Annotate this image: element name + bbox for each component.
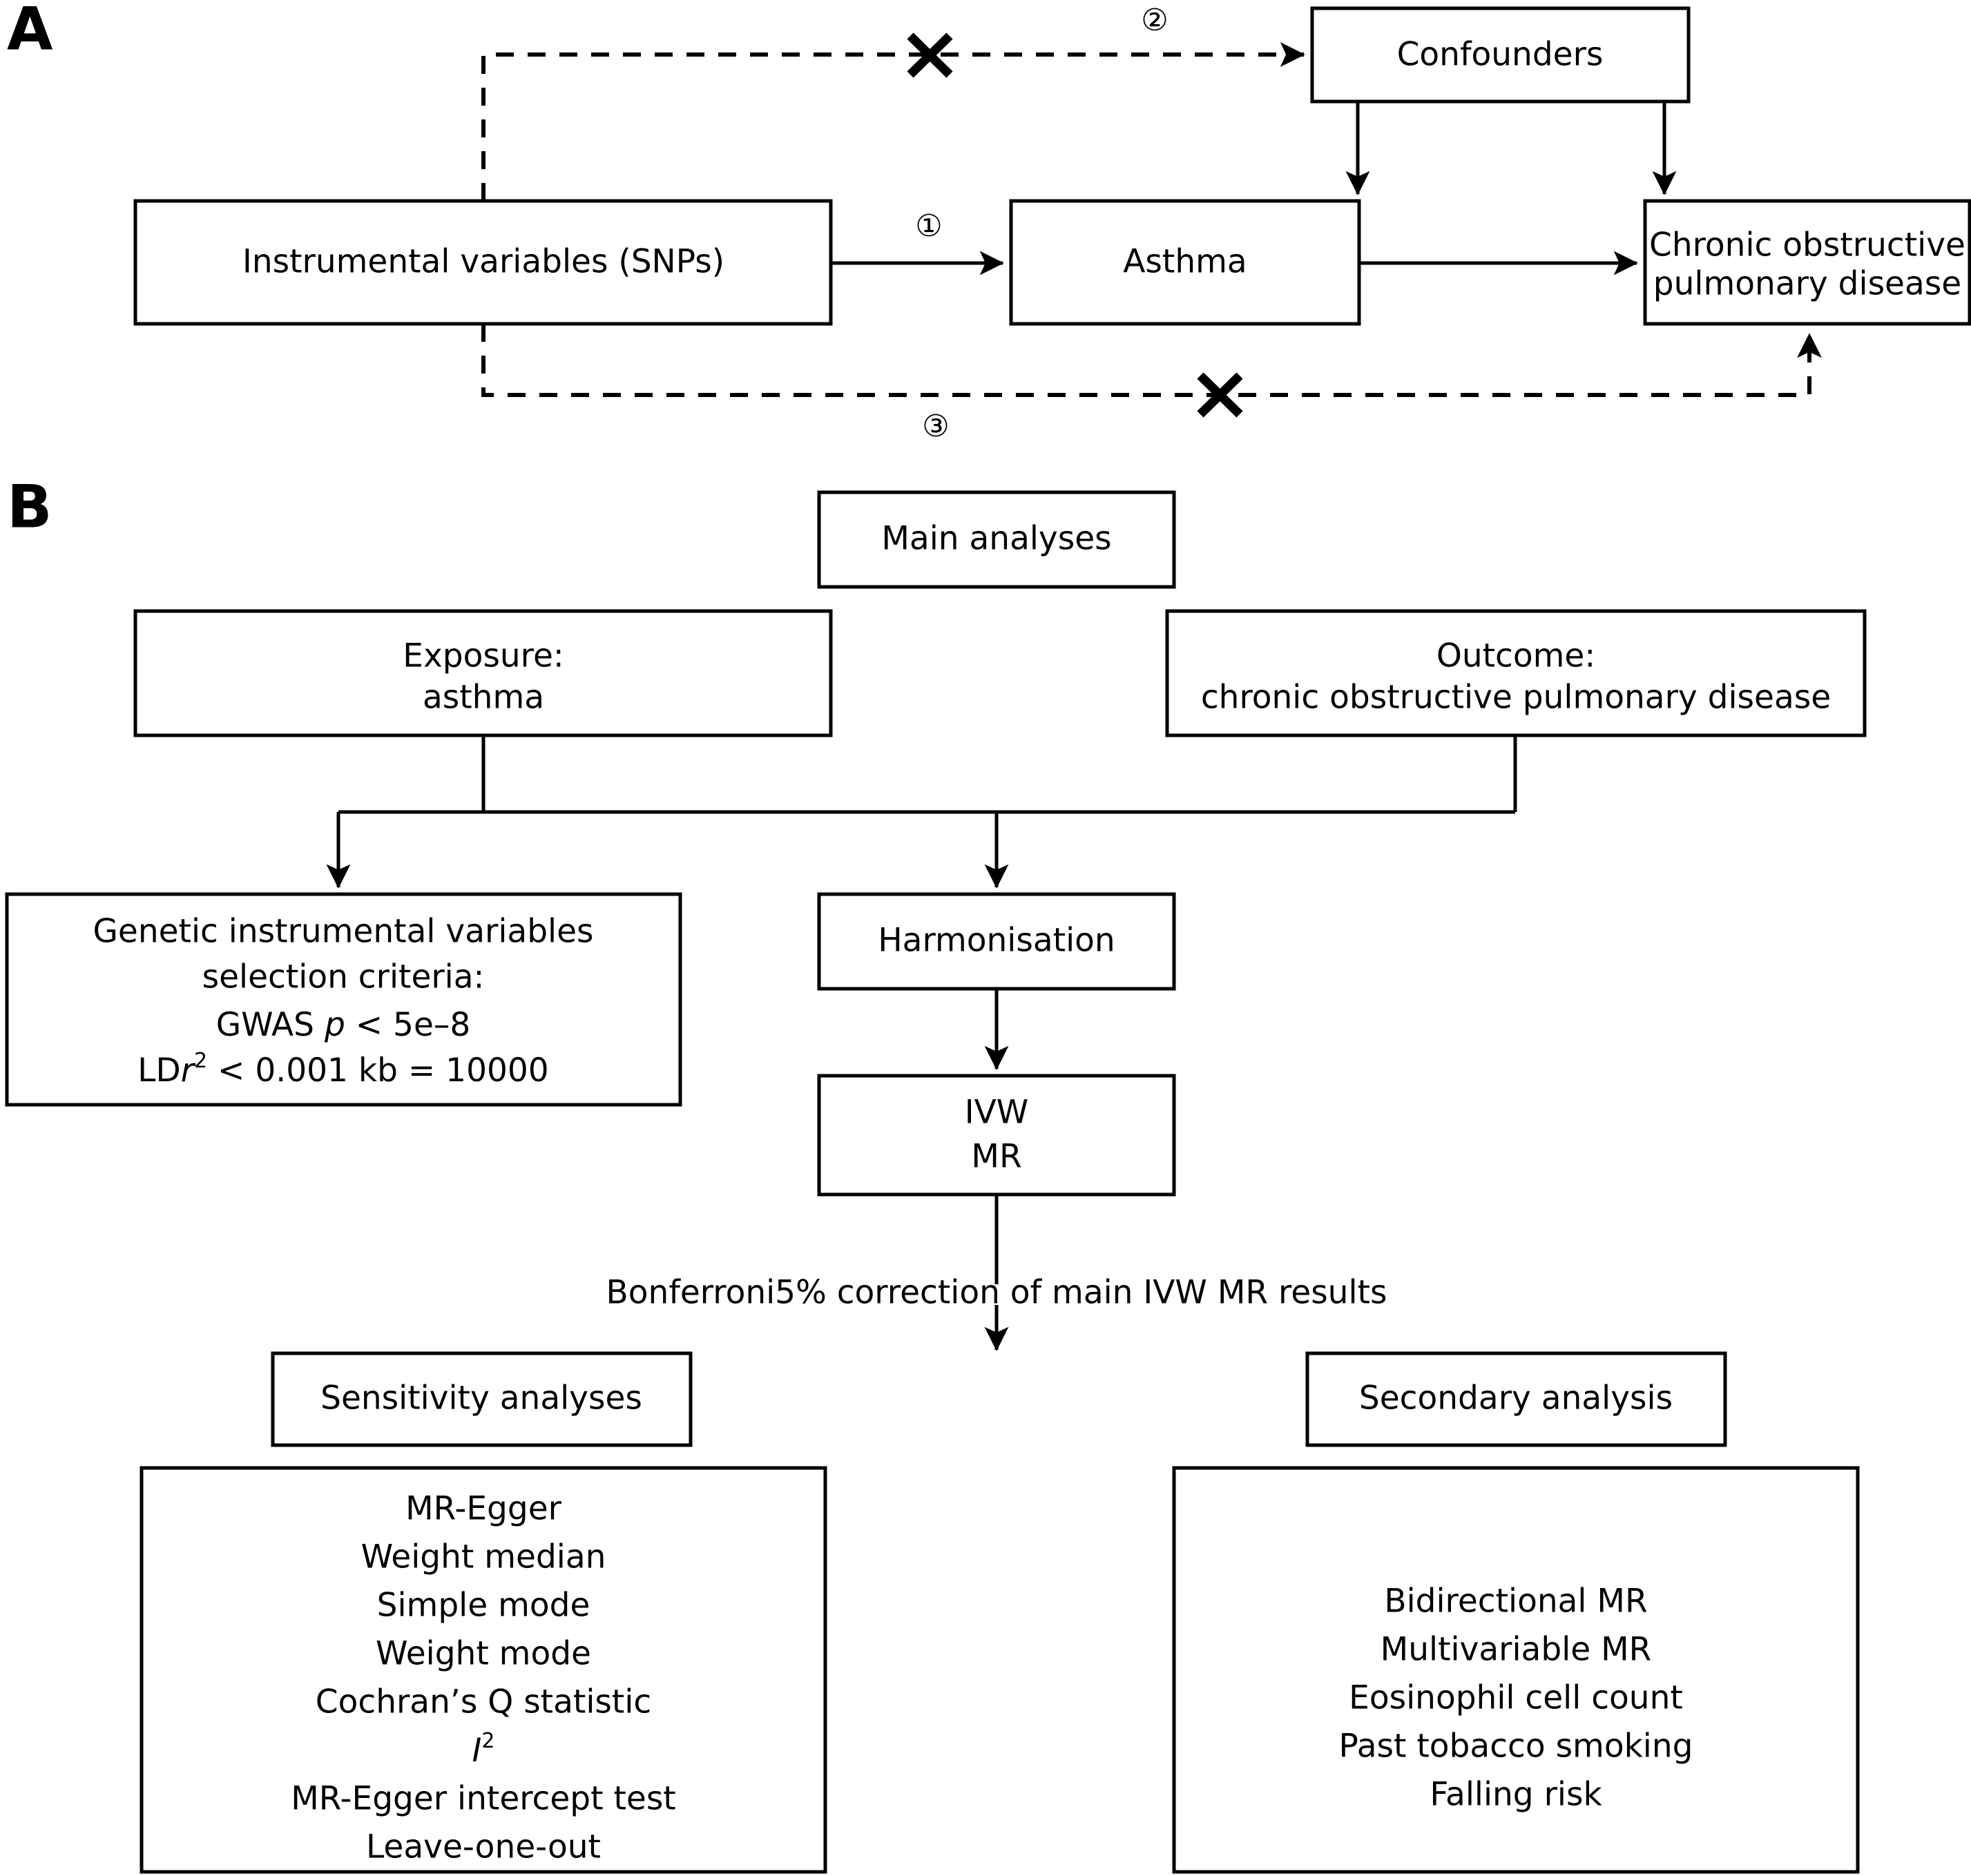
- secondary-item-0: Bidirectional MR: [1384, 1583, 1647, 1621]
- x-mark-assumption-3: [1197, 372, 1243, 418]
- box-secondary-header-label: Secondary analysis: [1359, 1380, 1673, 1418]
- sensitivity-item-0: MR-Egger: [405, 1490, 562, 1528]
- box-exposure-line1: Exposure:: [403, 637, 564, 675]
- iv-criteria-ld-suffix: < 0.001 kb = 10000: [207, 1052, 549, 1090]
- box-ivw-mr: [817, 1074, 1176, 1197]
- box-asthma: [1009, 199, 1361, 326]
- iv-criteria-gwas-suffix: < 5e–8: [345, 1006, 470, 1044]
- box-exposure: [133, 609, 833, 737]
- panel-b-label: B: [7, 472, 52, 541]
- edge-iv-to-copd-dashed: [481, 324, 1822, 397]
- box-copd-label-line1: Chronic obstructive: [1649, 226, 1965, 264]
- sensitivity-item-2: Simple mode: [377, 1587, 590, 1625]
- box-copd-label-line2: pulmonary disease: [1653, 265, 1961, 303]
- box-instrumental-variables-label: Instrumental variables (SNPs): [242, 243, 724, 281]
- box-harmonisation-label: Harmonisation: [878, 922, 1115, 960]
- box-sensitivity-header: [271, 1351, 693, 1447]
- sensitivity-i2-base: I: [472, 1732, 482, 1770]
- box-iv-criteria-line2: selection criteria:: [202, 958, 485, 996]
- sensitivity-item-3: Weight mode: [376, 1635, 591, 1673]
- iv-criteria-gwas-prefix: GWAS: [216, 1006, 325, 1044]
- box-exposure-line2: asthma: [423, 679, 544, 717]
- sensitivity-item-7: Leave-one-out: [366, 1828, 601, 1866]
- secondary-item-3: Past tobacco smoking: [1338, 1728, 1693, 1766]
- edge-label-assumption-1: ①: [915, 209, 942, 244]
- box-secondary-header: [1305, 1351, 1727, 1447]
- x-mark-assumption-2: [907, 32, 953, 78]
- edge-label-assumption-2: ②: [1141, 3, 1168, 38]
- box-sensitivity-header-label: Sensitivity analyses: [320, 1380, 642, 1418]
- box-outcome-line2: chronic obstructive pulmonary disease: [1201, 679, 1831, 717]
- box-iv-criteria: [5, 892, 682, 1107]
- box-main-analyses: [817, 490, 1176, 589]
- sensitivity-i2-sup: 2: [481, 1729, 494, 1753]
- edge-label-assumption-3: ③: [922, 409, 949, 444]
- box-ivw-mr-line1: IVW: [965, 1094, 1029, 1132]
- sensitivity-item-5: I2: [472, 1729, 495, 1770]
- iv-criteria-ld-prefix: LD: [137, 1052, 180, 1090]
- box-outcome: [1165, 609, 1867, 737]
- box-iv-criteria-line1: Genetic instrumental variables: [93, 913, 594, 951]
- iv-criteria-p-italic: p: [324, 1006, 345, 1044]
- sensitivity-item-4: Cochran’s Q statistic: [316, 1683, 651, 1721]
- edge-iv-to-confounders-dashed: [481, 42, 1305, 201]
- secondary-item-1: Multivariable MR: [1381, 1631, 1652, 1669]
- secondary-item-2: Eosinophil cell count: [1349, 1679, 1683, 1717]
- box-secondary-items: [1172, 1466, 1860, 1874]
- box-sensitivity-items: [140, 1466, 827, 1874]
- iv-criteria-r-sup: 2: [194, 1049, 207, 1073]
- iv-criteria-r-italic: r: [181, 1052, 196, 1090]
- box-outcome-line1: Outcome:: [1436, 637, 1595, 675]
- box-main-analyses-label: Main analyses: [881, 520, 1111, 558]
- box-confounders-label: Confounders: [1397, 36, 1604, 74]
- sensitivity-item-1: Weight median: [361, 1538, 606, 1576]
- box-harmonisation: [817, 892, 1176, 991]
- box-ivw-mr-line2: MR: [971, 1138, 1021, 1176]
- panel-a-label: A: [7, 0, 53, 64]
- secondary-item-4: Falling risk: [1430, 1776, 1602, 1814]
- box-iv-criteria-line4: LDr2 < 0.001 kb = 10000: [137, 1049, 548, 1090]
- box-iv-criteria-line3: GWAS p < 5e–8: [216, 1006, 471, 1044]
- box-instrumental-variables: [133, 199, 833, 326]
- box-asthma-label: Asthma: [1123, 243, 1247, 281]
- sensitivity-item-6: MR-Egger intercept test: [291, 1780, 676, 1818]
- box-copd: [1643, 199, 1971, 326]
- box-confounders: [1310, 6, 1691, 104]
